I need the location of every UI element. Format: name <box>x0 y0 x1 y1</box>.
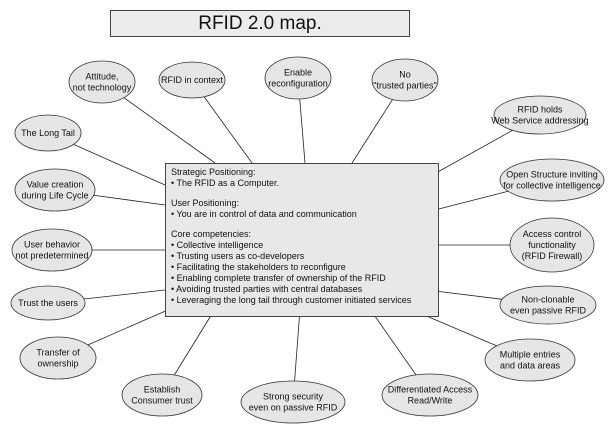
concept-label: Trust the users <box>18 298 78 308</box>
concept-ellipse <box>14 168 96 212</box>
connector-line <box>426 190 509 213</box>
concept-node: No"trusted parties" <box>371 58 439 102</box>
user-heading: User Positioning: <box>171 198 240 208</box>
connector-line <box>369 308 417 376</box>
concept-ellipse <box>11 228 93 272</box>
concept-label: Transfer of <box>36 348 80 358</box>
concept-label: Value creation <box>27 180 84 190</box>
concept-label: not technology <box>73 83 132 93</box>
concept-node: Attitude,not technology <box>68 60 136 104</box>
concept-label: even passive RFID <box>510 306 587 316</box>
concept-label: for collective intelligence <box>503 181 601 191</box>
connector-line <box>87 308 171 346</box>
strategic-heading: Strategic Positioning: <box>171 167 256 177</box>
concept-label: Web Service addressing <box>491 116 588 126</box>
concept-node: RFID in context <box>158 61 226 99</box>
concept-label: User behavior <box>24 240 80 250</box>
user-item: • You are in control of data and communi… <box>171 209 357 219</box>
concept-ellipse <box>264 56 332 100</box>
concept-label: reconfiguration <box>268 79 328 89</box>
concept-ellipse <box>121 373 203 417</box>
connector-line <box>93 194 166 206</box>
concept-label: and data areas <box>500 361 561 371</box>
connector-line <box>294 308 301 382</box>
concept-ellipse <box>509 217 595 273</box>
concept-label: not predetermined <box>15 251 88 261</box>
concept-ellipse <box>381 373 479 417</box>
concept-label: Strong security <box>263 392 324 402</box>
connector-line <box>203 96 253 164</box>
concept-ellipse <box>240 380 346 424</box>
concept-label: No <box>399 70 411 80</box>
concept-label: Enable <box>284 68 312 78</box>
concept-label: RFID in context <box>161 75 224 85</box>
connector-line <box>299 98 306 164</box>
concept-label: even on passive RFID <box>249 403 338 413</box>
concept-ellipse <box>499 285 597 325</box>
connector-line <box>123 97 216 164</box>
concept-label: Read/Write <box>408 396 453 406</box>
concept-ellipse <box>493 95 587 135</box>
diagram-title: RFID 2.0 map. <box>110 10 410 37</box>
concept-label: RFID holds <box>517 105 563 115</box>
concept-label: ownership <box>37 359 78 369</box>
connector-line <box>73 144 166 186</box>
concept-label: Open Structure inviting <box>506 170 598 180</box>
concept-ellipse <box>499 158 605 202</box>
connector-line <box>173 308 216 376</box>
competency-item: • Leveraging the long tail through custo… <box>171 295 412 305</box>
connector-line <box>351 99 393 164</box>
concept-label: during Life Cycle <box>21 191 88 201</box>
competency-item: • Avoiding trusted parties with central … <box>171 284 363 294</box>
competencies-heading: Core competencies: <box>171 229 252 239</box>
connector-line <box>426 129 513 179</box>
concept-ellipse <box>68 60 136 104</box>
concept-label: Consumer trust <box>131 396 193 406</box>
competency-item: • Collective intelligence <box>171 240 264 250</box>
concept-node: The Long Tail <box>14 114 82 152</box>
concept-ellipse <box>371 58 439 102</box>
concept-label: functionality <box>528 240 576 250</box>
competency-item: • Enabling complete transfer of ownershi… <box>171 273 386 283</box>
connector-line <box>426 289 503 300</box>
concept-ellipse <box>158 61 226 99</box>
concept-label: Attitude, <box>85 72 118 82</box>
concept-label: (RFID Firewall) <box>522 251 583 261</box>
core-box: Strategic Positioning: • The RFID as a C… <box>165 163 439 317</box>
concept-ellipse <box>484 338 576 382</box>
competency-item: • Facilitating the stakeholders to recon… <box>171 262 346 272</box>
concept-ellipse <box>14 114 82 152</box>
competency-item: • Trusting users as co-developers <box>171 251 305 261</box>
concept-ellipse <box>19 336 97 380</box>
concept-label: Non-clonable <box>521 295 574 305</box>
concept-label: The Long Tail <box>21 128 75 138</box>
concept-label: Multiple entries <box>500 350 561 360</box>
concept-node: Trust the users <box>10 285 86 321</box>
concept-label: Differentiated Access <box>388 385 473 395</box>
concept-label: "trusted parties" <box>373 81 436 91</box>
concept-ellipse <box>10 285 86 321</box>
concept-label: Access control <box>523 229 582 239</box>
concept-label: Establish <box>144 385 181 395</box>
connector-line <box>83 289 166 300</box>
strategic-item: • The RFID as a Computer. <box>171 178 280 188</box>
